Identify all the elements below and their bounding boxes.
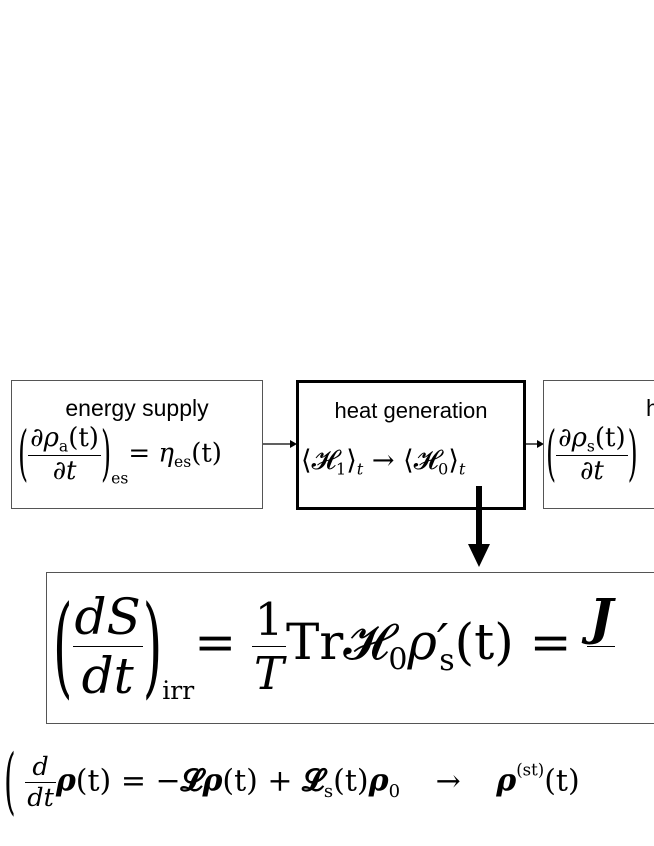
dt: dt: [81, 646, 134, 705]
heat-generation-box: heat generation ⟨𝓗1⟩t → ⟨𝓗0⟩t: [296, 380, 526, 510]
heat-release-equation: (∂ρs(t)∂t): [546, 420, 638, 490]
energy-supply-equation: (∂ρa(t)∂t)es= ηes(t): [18, 420, 222, 490]
equals-sign: =: [128, 438, 151, 469]
eta-symbol: η: [158, 438, 174, 469]
heat-generation-label: heat generation: [334, 398, 488, 423]
transition-arrow: →: [371, 445, 395, 476]
arrow-right-icon: [263, 440, 297, 448]
dS: dS: [72, 587, 143, 647]
heat-release-box: h (∂ρs(t)∂t): [543, 380, 654, 509]
eta-sub: es: [173, 453, 192, 472]
energy-supply-box: energy supply (∂ρa(t)∂t)es= ηes(t): [11, 380, 263, 509]
sub-irr: irr: [162, 676, 195, 705]
heat-generation-equation: ⟨𝓗1⟩t → ⟨𝓗0⟩t: [301, 445, 466, 479]
sub-es: es: [111, 469, 129, 488]
sub-a: a: [58, 437, 69, 456]
heat-release-label: h: [646, 395, 654, 422]
t-arg: (t): [68, 423, 99, 453]
eta-arg: (t): [191, 438, 222, 469]
partial-t: ∂t: [52, 456, 77, 487]
arrow-down-icon: [468, 486, 490, 567]
partial-rho: ∂ρ: [30, 423, 59, 453]
energy-supply-label: energy supply: [65, 395, 209, 421]
arrow-right-icon: [526, 440, 544, 448]
